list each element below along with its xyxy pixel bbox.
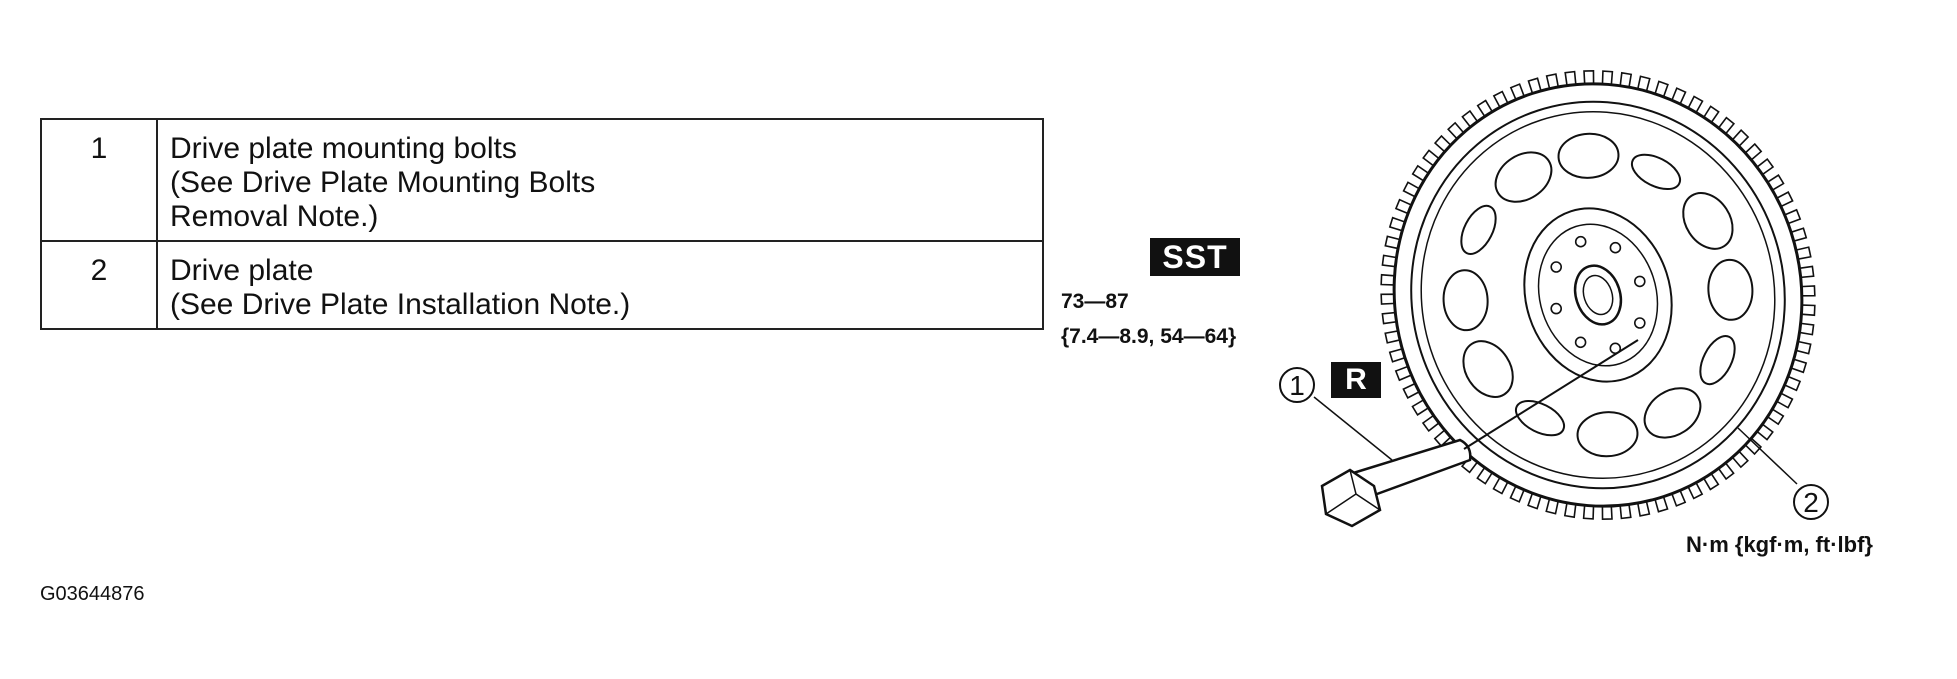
parts-table: 1 Drive plate mounting bolts (See Drive … xyxy=(40,118,1044,330)
mounting-bolt-illustration xyxy=(1320,438,1472,528)
hub-ring xyxy=(1537,223,1659,367)
lightening-hole xyxy=(1494,151,1553,203)
table-row: 1 Drive plate mounting bolts (See Drive … xyxy=(40,118,1044,242)
bolt-shank xyxy=(1348,438,1472,500)
bolt-head-facets xyxy=(1325,469,1381,515)
hub-bolt-hole xyxy=(1550,261,1562,273)
lightening-hole xyxy=(1682,192,1734,250)
lightening-hole xyxy=(1643,387,1702,439)
hub-bolt-hole xyxy=(1634,275,1646,288)
callout-2-number: 2 xyxy=(1803,487,1819,518)
lightening-hole xyxy=(1557,132,1620,179)
hub-bolt-hole xyxy=(1574,235,1587,248)
hub-bolt-hole xyxy=(1634,317,1646,329)
callout-1-circle xyxy=(1279,367,1315,403)
center-bore-inner xyxy=(1582,274,1614,316)
torque-alt-units: {7.4—8.9, 54—64} xyxy=(1061,325,1237,348)
callout-1-leader xyxy=(1313,396,1393,461)
lightening-hole xyxy=(1699,335,1736,386)
lightening-hole xyxy=(1460,204,1497,255)
plate-inner-rim xyxy=(1420,110,1776,480)
part-description-cell: Drive plate mounting bolts (See Drive Pl… xyxy=(156,118,1044,242)
hub-bolt-hole xyxy=(1550,302,1562,315)
hub-outer xyxy=(1523,207,1673,383)
part-number-cell: 2 xyxy=(40,240,158,330)
hub-bolt-hole xyxy=(1574,336,1587,349)
replace-badge: R xyxy=(1331,362,1381,398)
table-row: 2 Drive plate (See Drive Plate Installat… xyxy=(40,240,1044,330)
torque-value: 73—87 xyxy=(1061,290,1129,313)
hub-bolt-hole xyxy=(1609,241,1622,254)
callout-2-leader xyxy=(1737,427,1798,485)
lightening-hole xyxy=(1442,269,1489,332)
description-line: Drive plate mounting bolts xyxy=(170,132,517,165)
description-line: Drive plate xyxy=(170,254,314,287)
drive-plate-illustration xyxy=(1380,70,1816,520)
callout-2-circle xyxy=(1793,484,1829,520)
lightening-hole xyxy=(1707,258,1754,321)
description-line: (See Drive Plate Installation Note.) xyxy=(170,288,631,321)
hub-bolt-holes xyxy=(1550,235,1646,355)
plate-lightening-holes xyxy=(1442,132,1754,458)
lightening-hole xyxy=(1576,411,1639,458)
plate-rim xyxy=(1410,100,1786,490)
torque-units-note: N·m {kgf·m, ft·lbf} xyxy=(1686,532,1873,557)
sst-badge: SST xyxy=(1150,238,1240,276)
part-description-cell: Drive plate (See Drive Plate Installatio… xyxy=(156,240,1044,330)
description-line: (See Drive Plate Mounting Bolts xyxy=(170,166,596,199)
lightening-hole xyxy=(1630,153,1682,191)
lightening-hole xyxy=(1462,340,1514,398)
part-number-cell: 1 xyxy=(40,118,158,242)
bolt-insertion-line xyxy=(1463,339,1639,450)
description-line: Removal Note.) xyxy=(170,200,379,233)
figure-id: G03644876 xyxy=(40,583,145,605)
callout-1-number: 1 xyxy=(1289,370,1305,401)
